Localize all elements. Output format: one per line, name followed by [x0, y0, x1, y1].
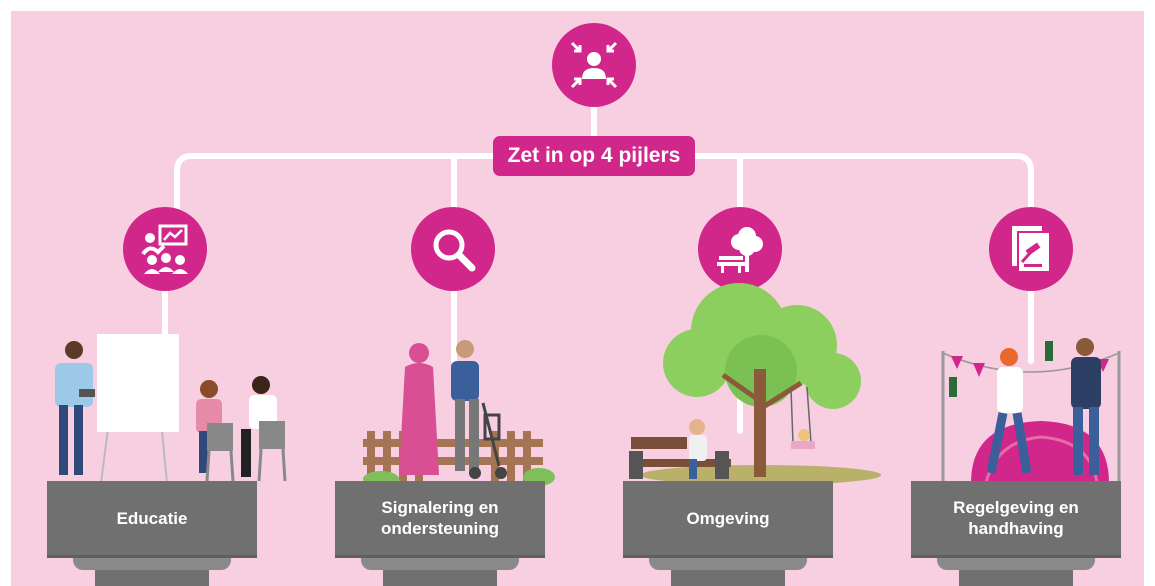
person-focus-icon: [552, 23, 636, 107]
gavel-book-icon: [989, 207, 1073, 291]
pillar-signalering: Signalering en ondersteuning: [335, 481, 545, 586]
pillar-label: Omgeving: [623, 481, 833, 558]
pillar-educatie: Educatie: [47, 481, 257, 586]
signalering-scene: [363, 340, 555, 487]
tree-bench-icon: [698, 207, 782, 291]
regelgeving-scene: [941, 338, 1121, 484]
infographic: Zet in op 4 pijlers: [11, 11, 1144, 586]
scene-illustrations: [55, 283, 1121, 487]
pillar-omgeving: Omgeving: [623, 481, 833, 586]
educatie-scene: [55, 334, 287, 484]
pillar-label: Educatie: [47, 481, 257, 558]
pillar-label: Signalering en ondersteuning: [335, 481, 545, 558]
pillar-regelgeving: Regelgeving en handhaving: [911, 481, 1121, 586]
magnifier-icon: [411, 207, 495, 291]
page-title: Zet in op 4 pijlers: [493, 136, 695, 176]
pillar-label: Regelgeving en handhaving: [911, 481, 1121, 558]
presentation-icon: [123, 207, 207, 291]
omgeving-scene: [629, 283, 881, 485]
